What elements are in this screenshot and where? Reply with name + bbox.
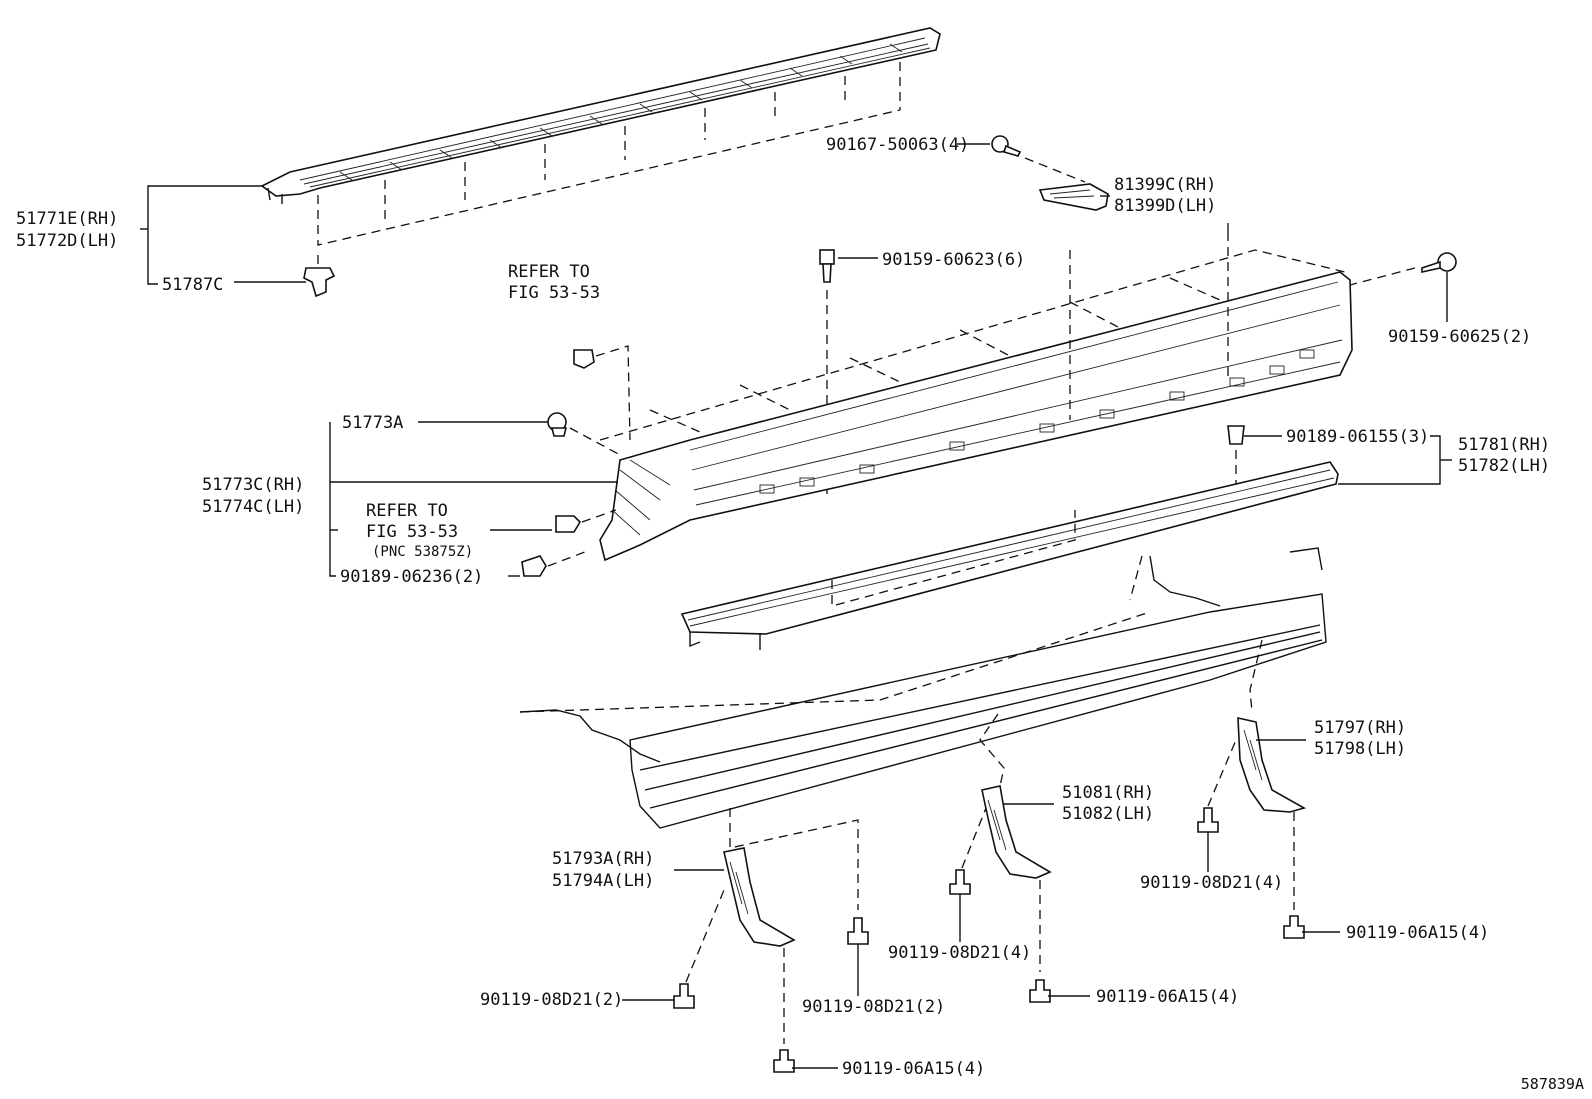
label-51773a: 51773A (342, 413, 403, 433)
label-90159-60623: 90159-60623(6) (882, 250, 1025, 270)
clip-90189-06236-part (521, 555, 547, 577)
bolt-90119-08d21-l-part (847, 917, 869, 945)
rocker-panel-part (519, 547, 1327, 829)
leader-lines (140, 143, 1452, 1069)
label-90119-08d21-2-mid: 90119-08D21(2) (802, 997, 945, 1017)
clip-refer-mid-part (555, 515, 582, 533)
bracket-81399-part (1038, 183, 1109, 211)
label-90119-08d21-2-left: 90119-08D21(2) (480, 990, 623, 1010)
screw-90159-60623-part (819, 249, 835, 283)
label-refer-to-1: REFER TO (508, 262, 590, 282)
bracket-51797-part (1237, 716, 1307, 813)
bracket-51081-part (981, 785, 1052, 879)
side-moulding-part (680, 461, 1339, 650)
label-90167-50063: 90167-50063(4) (826, 135, 969, 155)
screw-90167-part (991, 135, 1022, 157)
label-51781: 51781(RH) (1458, 435, 1550, 455)
bracket-51793a-part (723, 847, 796, 947)
label-51794a: 51794A(LH) (552, 871, 654, 891)
label-90159-60625: 90159-60625(2) (1388, 327, 1531, 347)
clip-90189-06155-part (1227, 425, 1245, 445)
label-51782: 51782(LH) (1458, 456, 1550, 476)
clip-51773a-part (547, 412, 568, 437)
clip-refer-top-part (573, 349, 595, 369)
step-cover-part (260, 27, 941, 204)
label-51082: 51082(LH) (1062, 804, 1154, 824)
step-body-dashes (599, 220, 1346, 441)
step-cover-dashes (317, 62, 901, 265)
label-51774c: 51774C(LH) (202, 497, 304, 517)
drawing-code: 587839A (1520, 1075, 1584, 1093)
bolt-90119-06a15-m-part (1029, 979, 1051, 1003)
label-90189-06155: 90189-06155(3) (1286, 427, 1429, 447)
label-pnc-53875z: (PNC 53875Z) (372, 544, 473, 560)
label-51081: 51081(RH) (1062, 783, 1154, 803)
label-refer-to-2: REFER TO (366, 501, 448, 521)
bolt-90119-08d21-r-part (1197, 807, 1219, 833)
step-body-part (599, 271, 1353, 562)
label-51793a: 51793A(RH) (552, 849, 654, 869)
label-51797: 51797(RH) (1314, 718, 1406, 738)
screw-90159-60625-part (1421, 252, 1457, 273)
label-51798: 51798(LH) (1314, 739, 1406, 759)
label-90119-08d21-4-mid: 90119-08D21(4) (888, 943, 1031, 963)
label-90119-06a15-4-left: 90119-06A15(4) (842, 1059, 985, 1079)
label-51771e: 51771E(RH) (16, 209, 118, 229)
label-51773c: 51773C(RH) (202, 475, 304, 495)
label-fig-53-53-1: FIG 53-53 (508, 283, 600, 303)
clip-51787c-part (303, 267, 336, 298)
bolt-90119-08d21-m-part (949, 869, 971, 895)
bolt-90119-08d21-ll-part (673, 983, 695, 1009)
bolt-90119-06a15-l-part (773, 1049, 795, 1073)
label-90119-06a15-4-right: 90119-06A15(4) (1346, 923, 1489, 943)
label-51787c: 51787C (162, 275, 223, 295)
label-90189-06236: 90189-06236(2) (340, 567, 483, 587)
label-fig-53-53-2: FIG 53-53 (366, 522, 458, 542)
label-90119-06a15-4-mid: 90119-06A15(4) (1096, 987, 1239, 1007)
label-81399d: 81399D(LH) (1114, 196, 1216, 216)
label-81399c: 81399C(RH) (1114, 175, 1216, 195)
label-90119-08d21-4-right: 90119-08D21(4) (1140, 873, 1283, 893)
bolt-90119-06a15-r-part (1283, 915, 1305, 939)
label-51772d: 51772D(LH) (16, 231, 118, 251)
